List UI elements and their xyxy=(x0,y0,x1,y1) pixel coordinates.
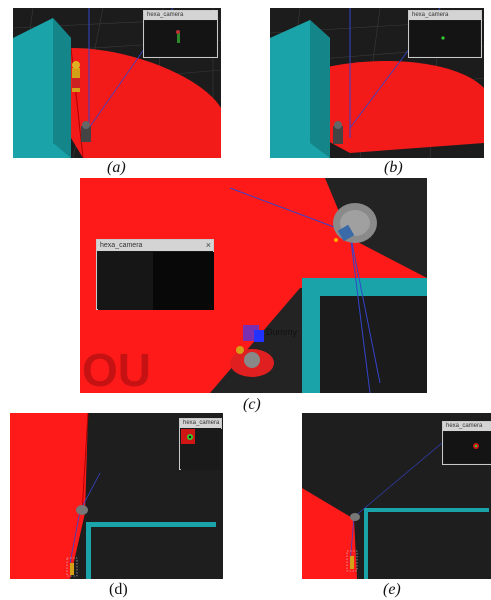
robot xyxy=(76,505,88,515)
wall-vertical xyxy=(86,522,91,579)
laser-field xyxy=(10,413,88,579)
panel-a: hexa_camera xyxy=(13,8,221,158)
panel-b: hexa_camera xyxy=(270,8,484,158)
camera-window-d[interactable]: hexa_camera xyxy=(179,418,222,470)
wall-horizontal xyxy=(364,508,489,512)
panel-d: hexa_camera xyxy=(10,413,223,579)
robot xyxy=(333,203,377,243)
dummy-figure xyxy=(346,550,358,572)
caption-e: (e) xyxy=(383,581,401,598)
wall-vertical xyxy=(364,508,368,579)
camera-title: hexa_camera xyxy=(409,11,481,20)
caption-b: (b) xyxy=(384,159,403,176)
robot xyxy=(81,121,91,142)
camera-title: hexa_camera xyxy=(180,419,221,428)
dummy-figure xyxy=(66,557,78,577)
laser-field xyxy=(322,60,484,153)
panel-c-scene: OU xyxy=(80,178,427,393)
dummy-figure xyxy=(230,325,274,377)
wall-horizontal xyxy=(302,278,427,296)
camera-view xyxy=(98,252,214,310)
caption-a: (a) xyxy=(107,159,126,176)
panel-c: OU hexa_camera × xyxy=(80,178,427,393)
robot xyxy=(350,513,360,521)
camera-view xyxy=(410,21,480,56)
caption-c: (c) xyxy=(243,396,261,413)
camera-title: hexa_camera xyxy=(97,240,213,251)
watermark: OU xyxy=(82,344,151,393)
camera-window-e[interactable]: hexa_camera xyxy=(442,421,491,465)
camera-view xyxy=(181,429,222,470)
dummy-figure xyxy=(72,61,80,92)
close-icon[interactable]: × xyxy=(205,240,211,250)
camera-window-b[interactable]: hexa_camera xyxy=(408,10,482,58)
camera-view xyxy=(444,432,491,463)
dummy-label: Dummy xyxy=(266,327,297,337)
camera-title: hexa_camera xyxy=(443,422,491,431)
camera-window-c[interactable]: hexa_camera × xyxy=(96,239,214,310)
panel-e: hexa_camera xyxy=(302,413,491,579)
camera-window-a[interactable]: hexa_camera xyxy=(143,10,218,58)
laser-field xyxy=(71,48,221,158)
camera-view xyxy=(145,21,216,56)
laser-field xyxy=(302,488,357,579)
wall-vertical xyxy=(302,278,320,393)
caption-d: (d) xyxy=(109,581,128,598)
robot xyxy=(333,121,343,144)
wall-horizontal xyxy=(86,522,216,527)
camera-title: hexa_camera xyxy=(144,11,217,20)
